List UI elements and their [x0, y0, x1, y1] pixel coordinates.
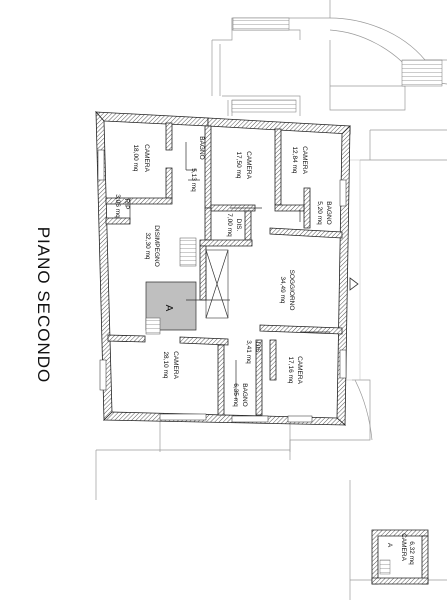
- north-marker: [349, 277, 359, 291]
- room-area-camera-3: 12,84 mq: [291, 146, 298, 173]
- internal-staircase: A: [145, 237, 229, 335]
- room-name-camera-5: CAMERA: [296, 356, 303, 384]
- room-name-disimpegno: DISIMPEGNO: [153, 225, 160, 267]
- external-stairs: [231, 17, 443, 381]
- room-area-camera-1: 18,00 mq: [132, 144, 139, 171]
- room-area-disimpegno: 32,30 mq: [144, 232, 151, 259]
- room-area-camera-2: 17,50 mq: [235, 151, 242, 178]
- room-area-dis-2: 3,41 mq: [245, 340, 252, 364]
- room-name-dis-1: DIS.: [235, 219, 242, 232]
- room-area-dis-1: 7,00 mq: [226, 213, 233, 237]
- room-area-camera-annex: 6,32 mq: [408, 541, 415, 565]
- room-name-camera-1: CAMERA: [143, 144, 150, 172]
- room-area-bagno-1: 5,13 mq: [190, 168, 197, 192]
- room-name-bagno-2: BAGNO: [325, 201, 332, 224]
- door-openings: [129, 142, 330, 400]
- room-name-dis-2: DIS.: [254, 342, 261, 355]
- room-area-camera-5: 17,16 mq: [287, 356, 294, 383]
- annex-marker: A: [386, 543, 393, 548]
- room-name-camera-4: CAMERA: [172, 351, 179, 379]
- floor-title: PIANO SECONDO: [34, 227, 53, 384]
- room-name-camera-annex: CAMERA: [400, 533, 407, 561]
- annex: A CAMERA 6,32 mq: [371, 529, 429, 585]
- room-name-bagno-3: BAGNO: [241, 383, 248, 406]
- stair-marker: A: [163, 305, 174, 312]
- room-area-bagno-2: 5,20 mq: [316, 201, 323, 225]
- room-area-soggiorno: 34,49 mq: [279, 276, 286, 303]
- room-area-rip: 3,06 mq: [114, 194, 121, 218]
- room-name-bagno-1: BAGNO: [198, 136, 205, 159]
- room-name-camera-2: CAMERA: [245, 151, 252, 179]
- room-labels: CAMERA 18,00 mq BAGNO 5,13 mq CAMERA 17,…: [114, 136, 332, 407]
- interior-walls: [105, 122, 343, 416]
- window-markers: [97, 149, 347, 423]
- room-area-camera-4: 28,10 mq: [162, 351, 169, 378]
- room-name-camera-3: CAMERA: [301, 146, 308, 174]
- room-name-rip: RIP: [123, 199, 130, 210]
- room-area-bagno-3: 6,35 mq: [232, 383, 239, 407]
- site-context: [95, 0, 447, 600]
- room-name-soggiorno: SOGGIORNO: [288, 270, 295, 311]
